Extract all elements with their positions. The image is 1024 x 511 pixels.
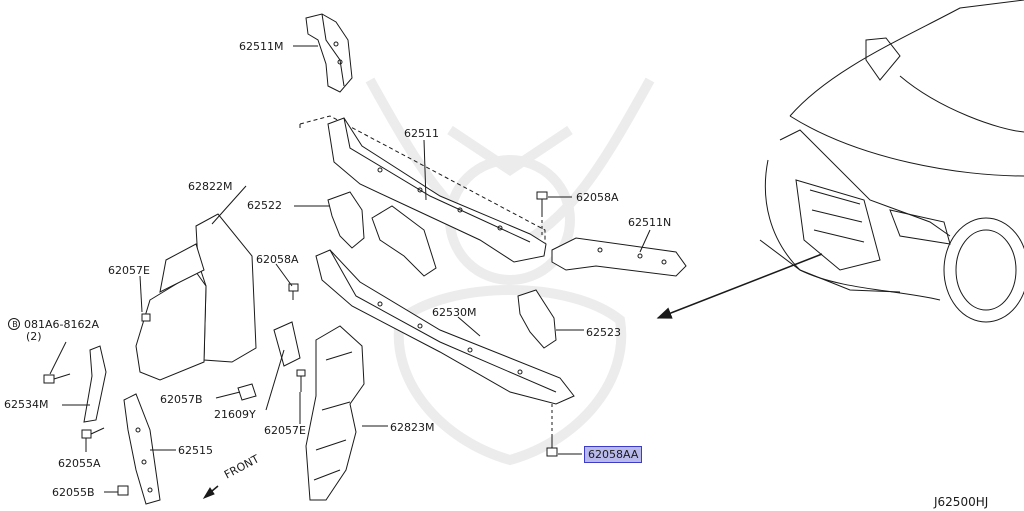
leader-lines [49,45,651,493]
part-62055A-drawing [81,427,105,439]
part-label-081A6-8162A[interactable]: 081A6-8162A [24,318,100,331]
part-62522-drawing [327,191,365,249]
assembly-guide-lines [299,115,546,246]
part-label-62523[interactable]: 62523 [586,326,621,339]
vehicle-location-sketch [759,0,1024,323]
part-label-62058A-top[interactable]: 62058A [576,191,619,204]
part-62057E-left-drawing [141,313,151,322]
part-62511N-drawing [551,237,687,277]
part-21609Y-drawing [273,321,301,367]
part-62822M-drawing [135,213,257,381]
bolt-symbol-letter: B [12,320,18,329]
part-62530M-drawing [315,249,575,436]
part-label-62515[interactable]: 62515 [178,444,213,457]
center-bracket-drawing [371,205,437,277]
part-62523-drawing [517,289,557,349]
part-label-62522[interactable]: 62522 [247,199,282,212]
part-label-62822M[interactable]: 62822M [188,180,233,193]
part-62055B-drawing [117,485,129,496]
part-label-62057E-mid[interactable]: 62057E [264,424,306,437]
part-62058A-mid-drawing [288,283,299,300]
part-62057E-mid-drawing [296,369,306,392]
part-62057B-drawing [237,383,257,401]
bolt-symbol-circle [8,318,20,330]
part-label-62055A[interactable]: 62055A [58,457,101,470]
part-label-62534M[interactable]: 62534M [4,398,49,411]
part-label-62511M[interactable]: 62511M [239,40,284,53]
part-62534M-drawing [83,345,107,423]
part-label-62058A-mid[interactable]: 62058A [256,253,299,266]
part-label-21609Y[interactable]: 21609Y [214,408,256,421]
locator-arrow [656,253,823,319]
part-label-62055B[interactable]: 62055B [52,486,95,499]
part-label-62058AA-selected[interactable]: 62058AA [584,446,643,463]
part-62511-drawing [327,117,547,263]
part-081A6-bolt-drawing [43,373,71,384]
part-62511M-drawing [305,13,353,93]
part-label-62530M[interactable]: 62530M [432,306,477,319]
part-62823M-drawing [305,325,365,501]
diagram-code: J62500HJ [934,495,989,509]
part-label-62823M[interactable]: 62823M [390,421,435,434]
part-label-62057B[interactable]: 62057B [160,393,203,406]
part-qty-081A6: (2) [26,330,42,343]
part-label-62511[interactable]: 62511 [404,127,439,140]
part-label-62511N[interactable]: 62511N [628,216,672,229]
part-62058A-top-drawing [536,191,548,238]
part-62058AA-drawing [546,436,558,457]
part-label-62057E-left[interactable]: 62057E [108,264,150,277]
part-62515-drawing [123,393,161,505]
